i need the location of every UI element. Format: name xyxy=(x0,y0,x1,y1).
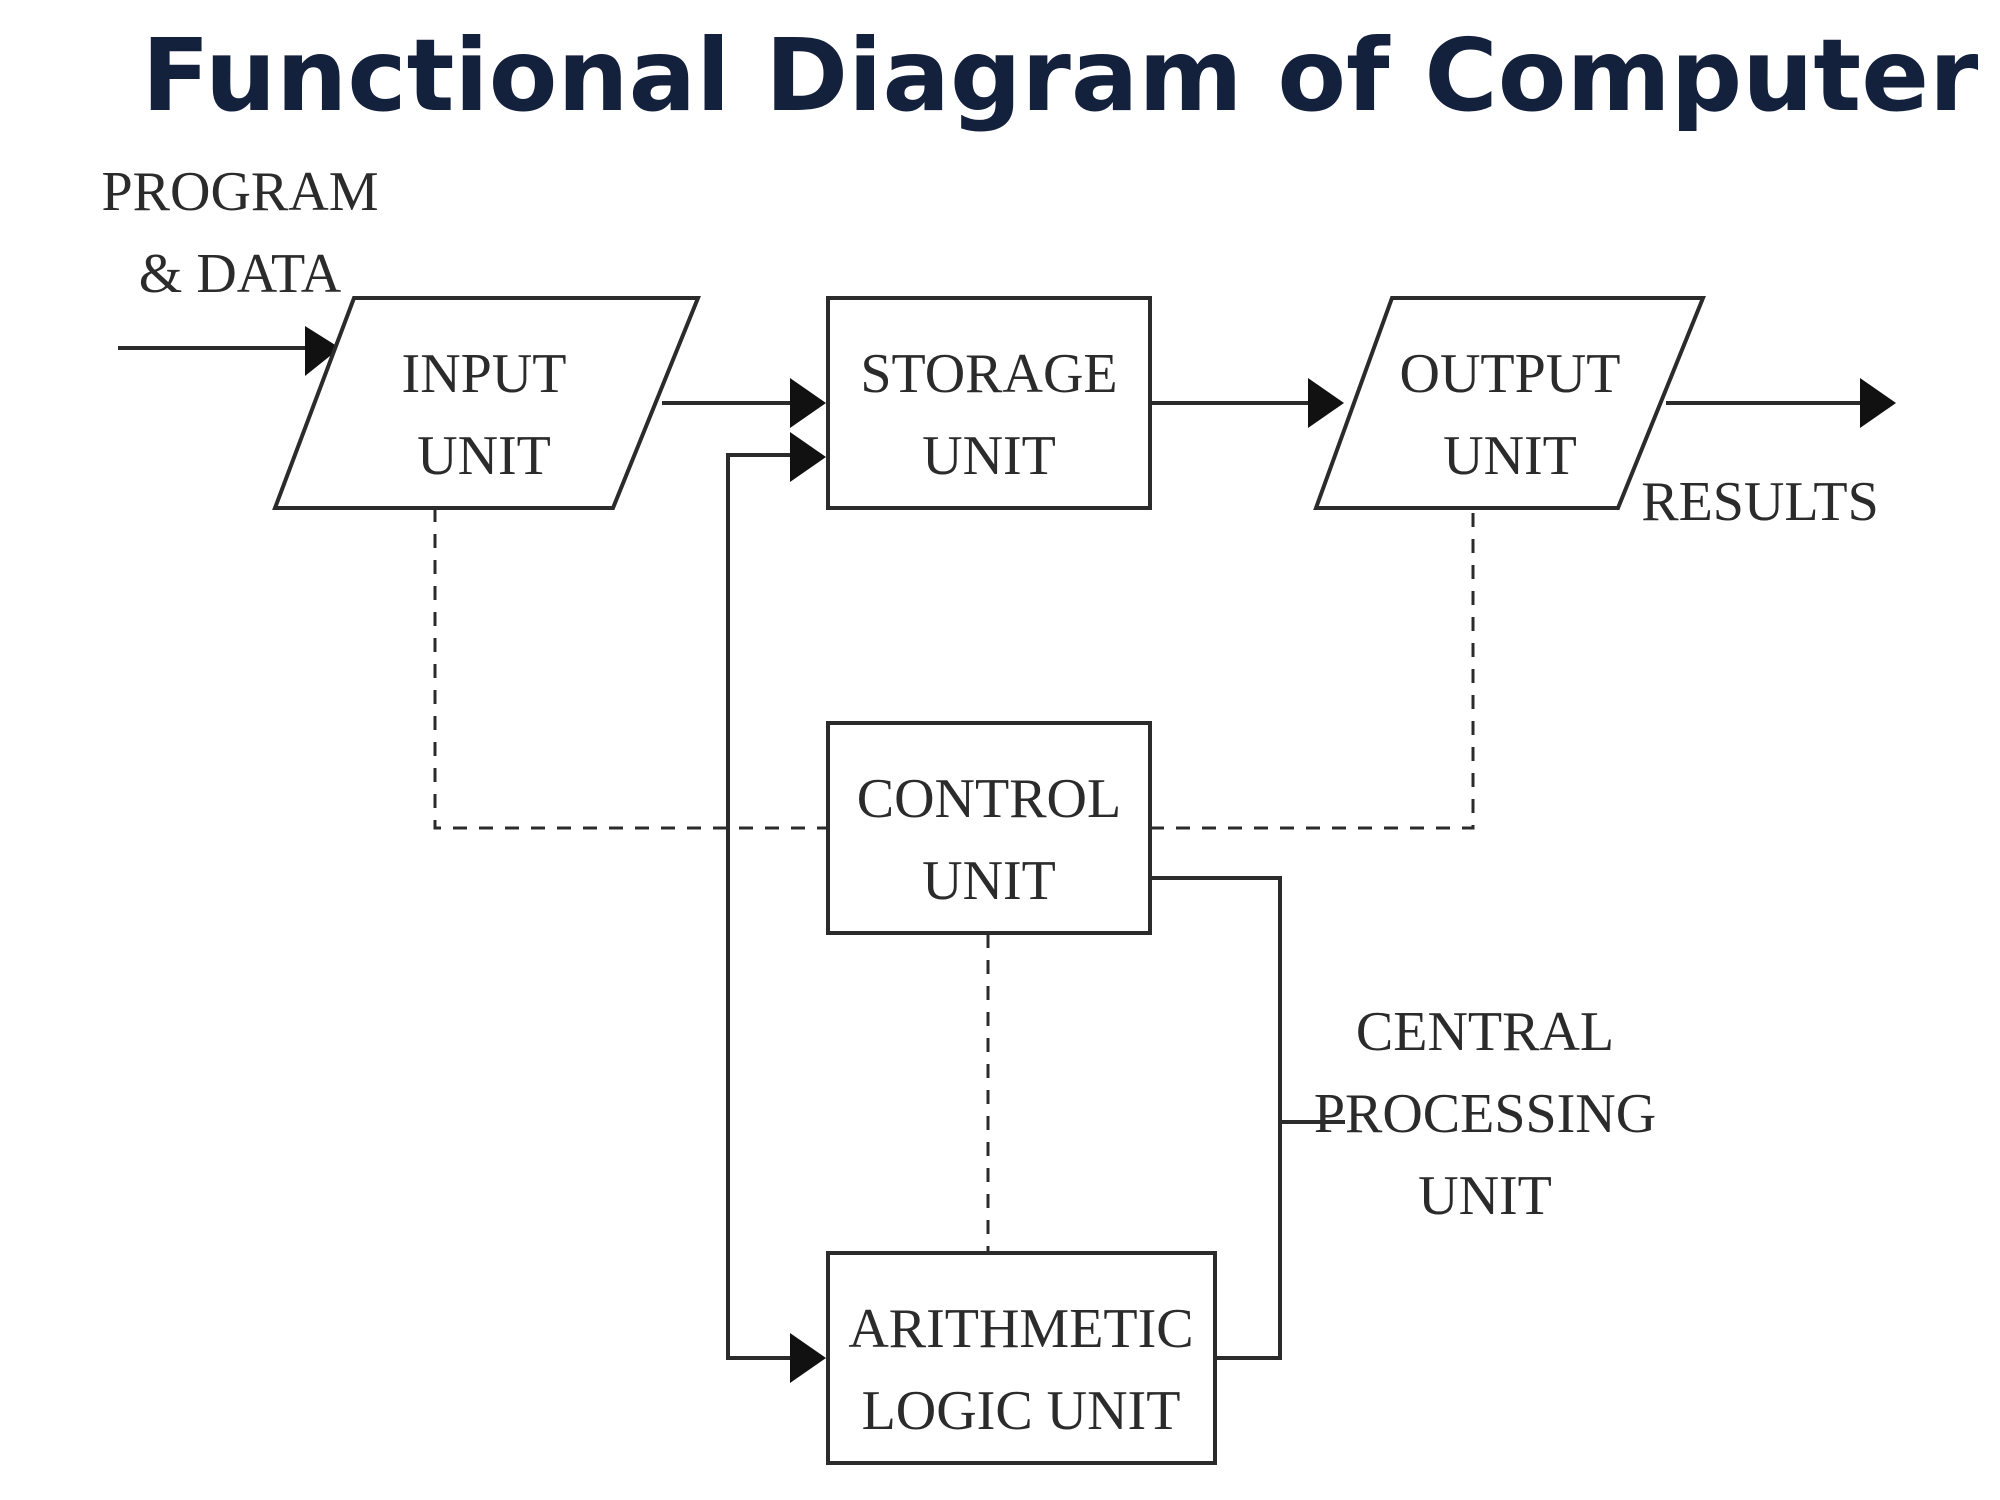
cpu-label-line3: UNIT xyxy=(1418,1165,1552,1227)
storage-unit-shape xyxy=(826,296,1152,510)
input-unit-shape xyxy=(272,296,701,510)
program-data-label-line2: & DATA xyxy=(139,243,342,305)
input-unit-label-line2: UNIT xyxy=(417,425,551,487)
arrow-into-storage-top xyxy=(790,378,826,428)
input-unit-node: INPUT UNIT xyxy=(272,296,701,510)
cpu-label-line1: CENTRAL xyxy=(1356,1001,1614,1063)
cpu-bracket-line xyxy=(1150,876,1345,1360)
storage-alu-loop-line xyxy=(726,453,800,1360)
storage-unit-node: STORAGE UNIT xyxy=(826,296,1152,510)
alu-shape xyxy=(826,1251,1217,1465)
output-unit-node: OUTPUT UNIT xyxy=(1313,296,1706,510)
arrow-into-output xyxy=(1308,378,1344,428)
page-title: Functional Diagram of Computer xyxy=(142,17,1979,134)
arrow-into-storage-bottom xyxy=(790,432,826,482)
control-unit-label-line1: CONTROL xyxy=(857,768,1121,830)
control-to-input-dashed-line xyxy=(433,508,828,830)
alu-node: ARITHMETIC LOGIC UNIT xyxy=(826,1251,1217,1465)
program-data-label-line1: PROGRAM xyxy=(102,161,379,223)
results-label: RESULTS xyxy=(1641,471,1879,533)
input-unit-label-line1: INPUT xyxy=(402,343,567,405)
output-unit-label-line1: OUTPUT xyxy=(1400,343,1621,405)
storage-unit-label-line2: UNIT xyxy=(922,425,1056,487)
control-unit-shape xyxy=(826,721,1152,935)
control-unit-label-line2: UNIT xyxy=(922,850,1056,912)
cpu-label-line2: PROCESSING xyxy=(1314,1083,1656,1145)
control-to-output-dashed-line xyxy=(1150,508,1475,830)
arrow-into-input xyxy=(305,326,340,376)
arrow-to-results xyxy=(1860,378,1896,428)
alu-label-line2: LOGIC UNIT xyxy=(862,1380,1181,1442)
alu-label-line1: ARITHMETIC xyxy=(848,1298,1193,1360)
output-unit-label-line2: UNIT xyxy=(1443,425,1577,487)
output-unit-shape xyxy=(1313,296,1706,510)
arrow-into-alu xyxy=(790,1333,826,1383)
storage-unit-label-line1: STORAGE xyxy=(860,343,1117,405)
control-unit-node: CONTROL UNIT xyxy=(826,721,1152,935)
